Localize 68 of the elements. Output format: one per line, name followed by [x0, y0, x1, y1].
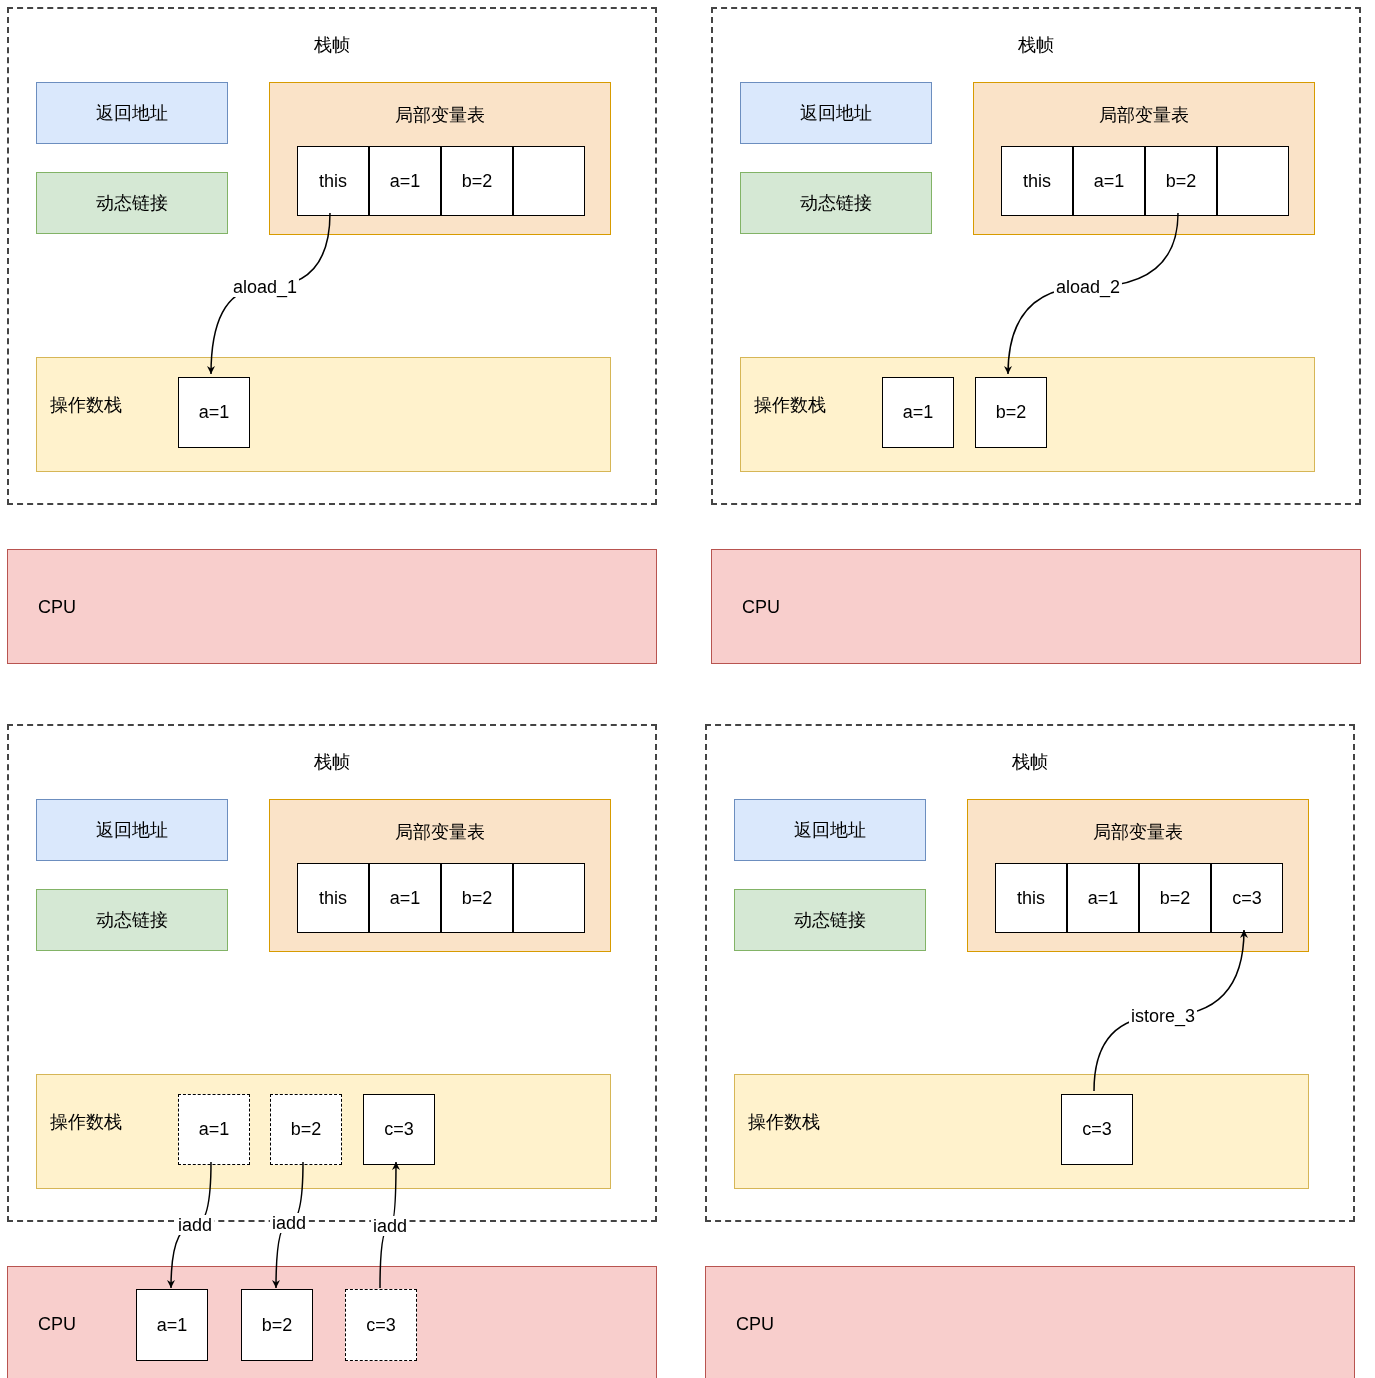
cpu-panel	[705, 1266, 1355, 1378]
return-address-box: 返回地址	[734, 799, 926, 861]
edge-label: istore_3	[1129, 1006, 1197, 1026]
value-cell: b=2	[241, 1289, 313, 1361]
panel-label: CPU	[736, 1313, 774, 1335]
panel-label: 操作数栈	[50, 1111, 122, 1134]
dynamic-link-box: 动态链接	[36, 889, 228, 951]
dashed-value-cell: c=3	[345, 1289, 417, 1361]
value-cell: this	[1001, 146, 1073, 216]
operand-stack-panel	[36, 357, 611, 472]
dashed-value-cell: a=1	[178, 1094, 250, 1165]
dashed-value-cell: b=2	[270, 1094, 342, 1165]
panel-label: 操作数栈	[754, 394, 826, 417]
panel-label: CPU	[742, 596, 780, 618]
panel-label: CPU	[38, 1313, 76, 1335]
value-cell: c=3	[1061, 1094, 1133, 1165]
value-cell: b=2	[1139, 863, 1211, 933]
value-cell: a=1	[178, 377, 250, 448]
dashed-frame	[711, 7, 1361, 505]
panel-label: 操作数栈	[748, 1111, 820, 1134]
cpu-panel	[7, 549, 657, 664]
frame-title: 栈帧	[1012, 751, 1048, 774]
value-cell: b=2	[441, 863, 513, 933]
local-variable-table	[967, 799, 1309, 952]
panel-label: CPU	[38, 596, 76, 618]
value-cell: b=2	[441, 146, 513, 216]
edge-label: aload_2	[1053, 277, 1123, 297]
table-title: 局部变量表	[395, 104, 485, 127]
operand-stack-panel	[36, 1074, 611, 1189]
frame-title: 栈帧	[314, 751, 350, 774]
value-cell: this	[297, 146, 369, 216]
value-cell: a=1	[369, 863, 441, 933]
frame-title: 栈帧	[314, 34, 350, 57]
operand-stack-panel	[740, 357, 1315, 472]
table-title: 局部变量表	[395, 821, 485, 844]
local-variable-table	[269, 82, 611, 235]
dynamic-link-box: 动态链接	[734, 889, 926, 951]
value-cell: b=2	[975, 377, 1047, 448]
edge-label: aload_1	[230, 277, 300, 297]
cpu-panel	[7, 1266, 657, 1378]
value-cell: a=1	[136, 1289, 208, 1361]
panel-label: 操作数栈	[50, 394, 122, 417]
table-title: 局部变量表	[1093, 821, 1183, 844]
edge-label: iadd	[371, 1216, 409, 1236]
return-address-box: 返回地址	[36, 799, 228, 861]
value-cell: b=2	[1145, 146, 1217, 216]
frame-title: 栈帧	[1018, 34, 1054, 57]
value-cell: a=1	[882, 377, 954, 448]
return-address-box: 返回地址	[740, 82, 932, 144]
local-variable-table	[973, 82, 1315, 235]
local-variable-table	[269, 799, 611, 952]
dynamic-link-box: 动态链接	[740, 172, 932, 234]
table-title: 局部变量表	[1099, 104, 1189, 127]
value-cell: this	[995, 863, 1067, 933]
dashed-frame	[705, 724, 1355, 1222]
edge-label: iadd	[176, 1215, 214, 1235]
value-cell: c=3	[363, 1094, 435, 1165]
edge-label: iadd	[270, 1213, 308, 1233]
dashed-frame	[7, 7, 657, 505]
cpu-panel	[711, 549, 1361, 664]
value-cell: a=1	[1067, 863, 1139, 933]
value-cell: this	[297, 863, 369, 933]
value-cell: c=3	[1211, 863, 1283, 933]
dynamic-link-box: 动态链接	[36, 172, 228, 234]
operand-stack-panel	[734, 1074, 1309, 1189]
return-address-box: 返回地址	[36, 82, 228, 144]
value-cell: a=1	[1073, 146, 1145, 216]
value-cell: a=1	[369, 146, 441, 216]
